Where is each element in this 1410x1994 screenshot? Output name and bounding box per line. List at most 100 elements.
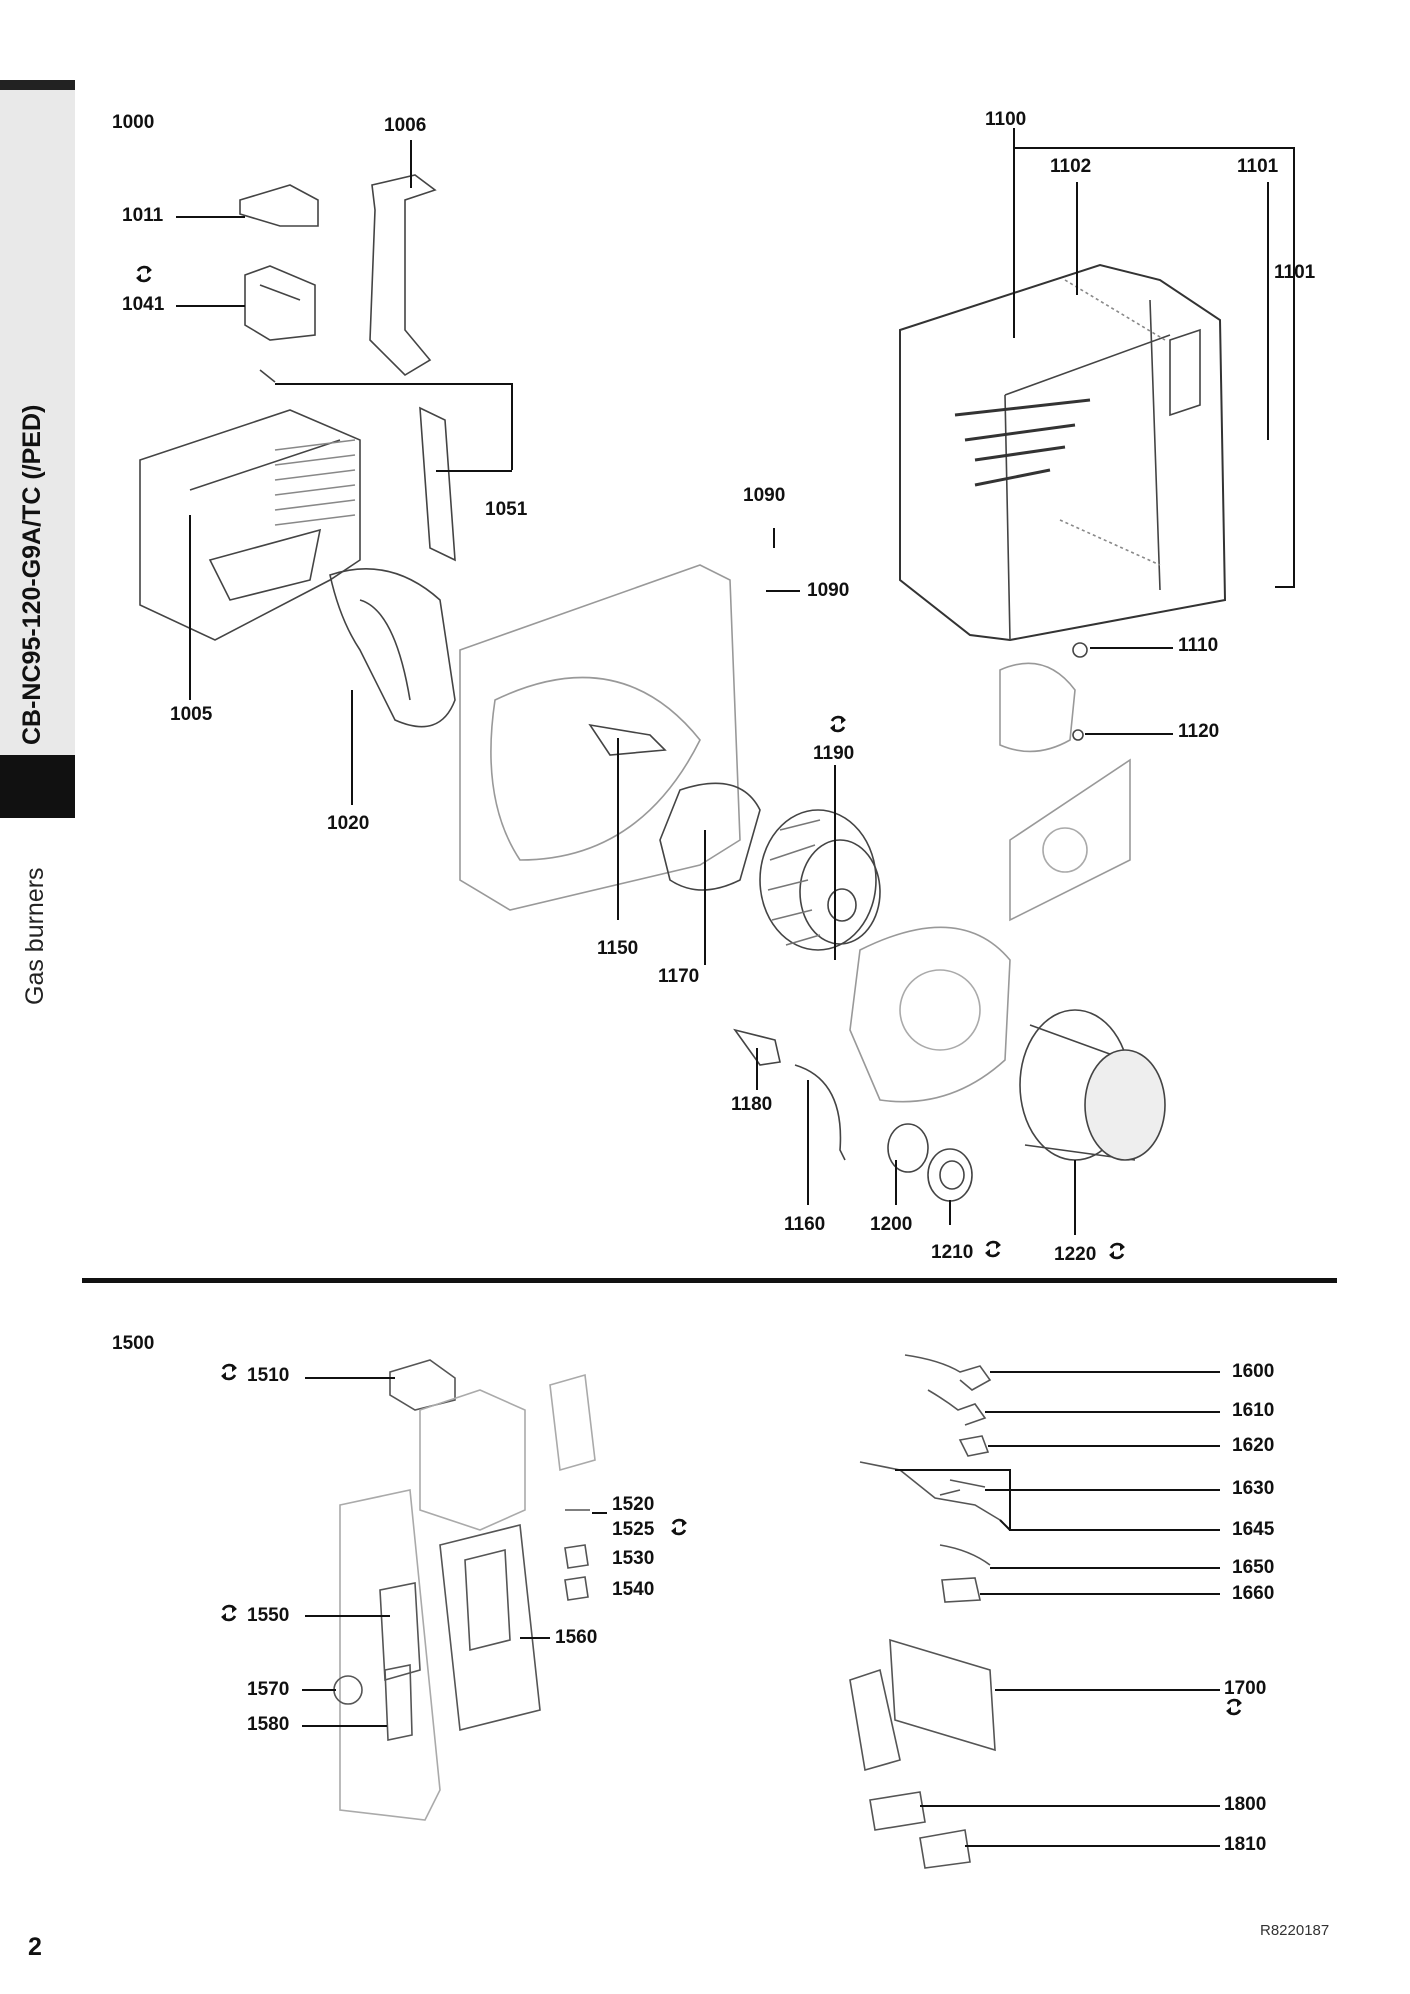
document-reference: R8220187 bbox=[1260, 1922, 1330, 1939]
callout-1110: 1110 bbox=[1178, 635, 1219, 656]
callout-1006: 1006 bbox=[384, 115, 427, 136]
section-divider bbox=[82, 1278, 1337, 1283]
callout-1100: 1100 bbox=[985, 109, 1027, 130]
callout-1530: 1530 bbox=[612, 1548, 655, 1569]
callout-1090-bottom: 1090 bbox=[807, 580, 850, 601]
callout-1180: 1180 bbox=[731, 1094, 773, 1115]
part-1210 bbox=[927, 1148, 973, 1202]
part-1011 bbox=[239, 184, 319, 227]
callout-1210: 1210 bbox=[931, 1242, 974, 1263]
refresh-cycle-icon bbox=[219, 1362, 239, 1382]
part-1100 bbox=[899, 263, 1227, 642]
part-1020 bbox=[329, 568, 456, 728]
section-title-1000: 1000 bbox=[112, 112, 155, 133]
part-1120 bbox=[1072, 729, 1084, 741]
callout-1041: 1041 bbox=[122, 294, 165, 315]
refresh-cycle-icon bbox=[669, 1517, 689, 1537]
callout-1600: 1600 bbox=[1232, 1361, 1275, 1382]
refresh-cycle-icon bbox=[1107, 1241, 1127, 1261]
refresh-cycle-icon bbox=[828, 714, 848, 734]
part-1180 bbox=[733, 1028, 781, 1066]
part-backplate bbox=[849, 926, 1011, 1103]
part-1051 bbox=[419, 406, 456, 562]
top-leaders bbox=[176, 128, 1295, 1235]
sidebar-marker bbox=[0, 755, 75, 818]
callout-1005: 1005 bbox=[170, 704, 213, 725]
callout-1580: 1580 bbox=[247, 1714, 290, 1735]
callout-1160: 1160 bbox=[784, 1214, 826, 1235]
page-number: 2 bbox=[28, 1933, 42, 1961]
part-1005 bbox=[139, 409, 361, 641]
part-1560-frame bbox=[439, 1524, 541, 1731]
sidebar-top-bar bbox=[0, 80, 75, 90]
section-title-1500: 1500 bbox=[112, 1333, 155, 1354]
sidebar-panel bbox=[0, 90, 75, 755]
part-plate bbox=[999, 662, 1076, 753]
callout-1610: 1610 bbox=[1232, 1400, 1275, 1421]
refresh-cycle-icon bbox=[134, 264, 154, 284]
part-1200 bbox=[887, 1123, 929, 1173]
part-1005-fins bbox=[274, 439, 356, 526]
callout-1520: 1520 bbox=[612, 1494, 655, 1515]
part-terminal bbox=[549, 1373, 596, 1472]
callout-1011: 1011 bbox=[122, 205, 164, 226]
bottom-leaders bbox=[302, 1371, 1220, 1847]
callout-1540: 1540 bbox=[612, 1579, 655, 1600]
callout-1190: 1190 bbox=[813, 743, 855, 764]
callout-1101-top: 1101 bbox=[1237, 156, 1279, 177]
callout-1510: 1510 bbox=[247, 1365, 290, 1386]
callout-1645: 1645 bbox=[1232, 1519, 1275, 1540]
part-1570 bbox=[333, 1675, 363, 1705]
part-1160 bbox=[794, 1064, 846, 1161]
part-1660 bbox=[941, 1577, 981, 1603]
part-1550 bbox=[379, 1582, 421, 1682]
part-1610 bbox=[927, 1389, 987, 1426]
part-1650 bbox=[939, 1544, 991, 1566]
part-gasket bbox=[1009, 758, 1131, 922]
callout-1120: 1120 bbox=[1178, 721, 1220, 742]
part-bracket bbox=[419, 1389, 526, 1531]
callout-1020: 1020 bbox=[327, 813, 370, 834]
callout-1810: 1810 bbox=[1224, 1834, 1267, 1855]
callout-1170: 1170 bbox=[658, 966, 700, 987]
part-1530 bbox=[564, 1544, 589, 1569]
refresh-cycle-icon bbox=[983, 1239, 1003, 1259]
part-1700 bbox=[849, 1638, 996, 1772]
part-1645 bbox=[859, 1461, 1001, 1521]
bottom-parts bbox=[333, 1354, 1001, 1869]
refresh-cycle-icon bbox=[219, 1603, 239, 1623]
part-1540 bbox=[564, 1576, 589, 1601]
part-1006 bbox=[369, 174, 437, 377]
callout-1570: 1570 bbox=[247, 1679, 290, 1700]
part-1630 bbox=[949, 1479, 986, 1488]
part-housing bbox=[459, 564, 741, 911]
callout-1550: 1550 bbox=[247, 1605, 290, 1626]
part-1170 bbox=[659, 782, 761, 891]
part-1510 bbox=[389, 1359, 456, 1411]
part-1580 bbox=[384, 1664, 413, 1741]
callout-1660: 1660 bbox=[1232, 1583, 1275, 1604]
callout-1150: 1150 bbox=[597, 938, 639, 959]
part-1150 bbox=[588, 723, 667, 756]
refresh-cycle-icon bbox=[1224, 1697, 1244, 1717]
callout-1102: 1102 bbox=[1050, 156, 1092, 177]
callout-1525: 1525 bbox=[612, 1519, 655, 1540]
part-1800 bbox=[869, 1791, 926, 1831]
part-1810 bbox=[919, 1829, 971, 1869]
part-1110 bbox=[1072, 642, 1088, 658]
callout-1200: 1200 bbox=[870, 1214, 913, 1235]
callout-1800: 1800 bbox=[1224, 1794, 1267, 1815]
callout-1630: 1630 bbox=[1232, 1478, 1275, 1499]
part-1190 bbox=[759, 809, 877, 951]
part-1600 bbox=[904, 1354, 992, 1391]
callout-1051: 1051 bbox=[485, 499, 528, 520]
callout-1101-right: 1101 bbox=[1274, 262, 1316, 283]
part-1620 bbox=[958, 1435, 990, 1457]
part-panel-back bbox=[339, 1489, 441, 1821]
top-parts bbox=[139, 174, 1227, 1202]
part-1041 bbox=[244, 265, 316, 341]
part-screw bbox=[259, 369, 276, 383]
callout-1220: 1220 bbox=[1054, 1244, 1097, 1265]
callout-1090-top: 1090 bbox=[743, 485, 786, 506]
